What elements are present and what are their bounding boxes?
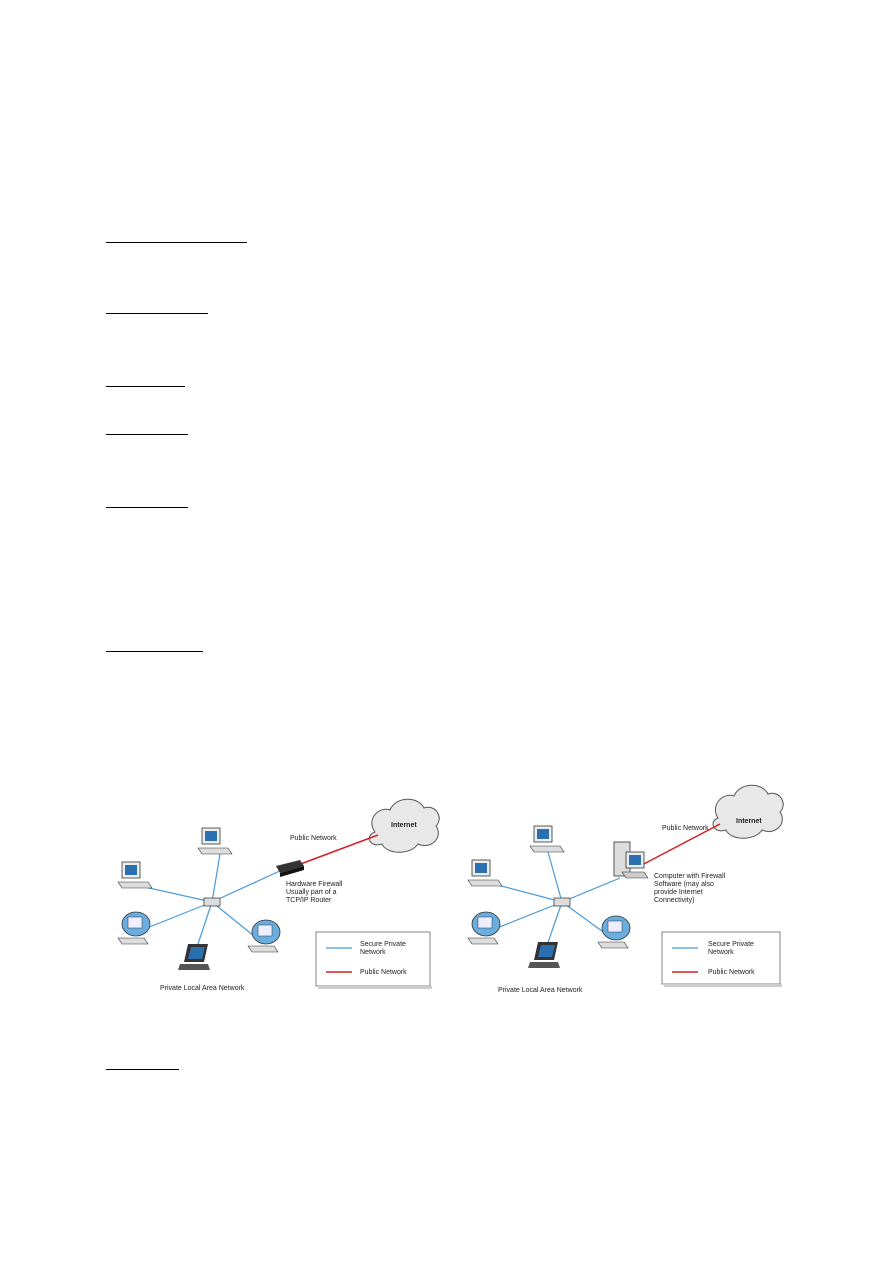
svg-text:Public Network: Public Network bbox=[360, 969, 407, 976]
public-network-link-label: Public Network bbox=[662, 825, 709, 832]
private-network-links bbox=[139, 853, 283, 957]
section-heading-underline-5 bbox=[106, 507, 188, 508]
internet-label: Internet bbox=[391, 822, 417, 829]
section-heading-underline-6 bbox=[106, 651, 203, 652]
svg-text:Usually part of a: Usually part of a bbox=[286, 889, 337, 896]
section-heading-underline-2 bbox=[106, 313, 208, 314]
svg-text:Connectivity): Connectivity) bbox=[654, 897, 694, 904]
section-heading-underline-7 bbox=[106, 1069, 179, 1070]
internet-cloud-icon: Internet bbox=[368, 798, 440, 853]
svg-text:Public Network: Public Network bbox=[708, 969, 755, 976]
imac-computer-icon bbox=[597, 915, 631, 949]
public-network-link-label: Public Network bbox=[290, 835, 337, 842]
hardware-firewall-diagram: Internet Public Network Hardware Firewal… bbox=[117, 798, 440, 992]
internet-label: Internet bbox=[736, 818, 762, 825]
firewall-server-icon bbox=[613, 841, 649, 879]
svg-text:Hardware Firewall: Hardware Firewall bbox=[286, 881, 343, 888]
firewall-computer-label: Computer with Firewall Software (may als… bbox=[654, 873, 726, 904]
imac-computer-icon bbox=[117, 911, 151, 945]
hardware-firewall-label: Hardware Firewall Usually part of a TCP/… bbox=[286, 881, 343, 904]
desktop-computer-icon bbox=[529, 825, 565, 853]
svg-text:Computer with Firewall: Computer with Firewall bbox=[654, 873, 726, 880]
laptop-icon bbox=[178, 944, 210, 970]
imac-computer-icon bbox=[467, 911, 501, 945]
desktop-computer-icon bbox=[117, 861, 153, 889]
svg-text:Network: Network bbox=[708, 949, 734, 956]
software-firewall-diagram: Internet Public Network Computer with Fi… bbox=[467, 784, 784, 994]
imac-computer-icon bbox=[247, 919, 281, 953]
section-heading-underline-4 bbox=[106, 434, 188, 435]
svg-text:Network: Network bbox=[360, 949, 386, 956]
svg-text:TCP/IP Router: TCP/IP Router bbox=[286, 897, 332, 904]
svg-text:provide Internet: provide Internet bbox=[654, 889, 703, 896]
hub-icon bbox=[553, 897, 571, 907]
hardware-firewall-icon bbox=[276, 860, 304, 877]
lan-label: Private Local Area Network bbox=[160, 985, 245, 992]
desktop-computer-icon bbox=[467, 859, 503, 887]
svg-text:Secure Private: Secure Private bbox=[708, 941, 754, 948]
laptop-icon bbox=[528, 942, 560, 968]
public-network-link bbox=[639, 823, 721, 867]
hub-icon bbox=[203, 897, 221, 907]
lan-label: Private Local Area Network bbox=[498, 987, 583, 994]
internet-cloud-icon: Internet bbox=[712, 784, 784, 839]
legend: Secure Private Network Public Network bbox=[661, 931, 782, 987]
svg-text:Secure Private: Secure Private bbox=[360, 941, 406, 948]
legend: Secure Private Network Public Network bbox=[315, 931, 432, 989]
section-heading-underline-1 bbox=[106, 242, 247, 243]
public-network-link bbox=[289, 834, 379, 869]
svg-text:Software (may also: Software (may also bbox=[654, 881, 714, 888]
section-heading-underline-3 bbox=[106, 386, 185, 387]
desktop-computer-icon bbox=[197, 827, 233, 855]
